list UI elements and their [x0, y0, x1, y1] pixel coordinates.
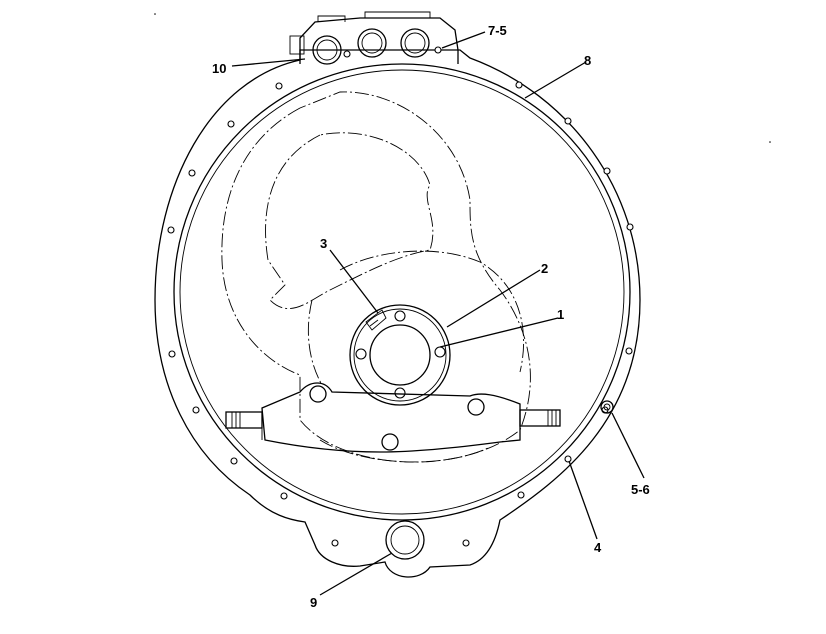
callout-3: 3 — [320, 236, 327, 251]
callout-9: 9 — [310, 595, 317, 610]
bottom-port — [385, 520, 425, 560]
callout-7-5: 7-5 — [488, 23, 507, 38]
callout-4: 4 — [594, 540, 602, 555]
callout-2: 2 — [541, 261, 548, 276]
callout-labels: 1 2 3 4 5-6 7-5 8 9 10 — [212, 23, 650, 610]
callout-1: 1 — [557, 307, 564, 322]
perimeter-bolt-holes — [167, 81, 634, 547]
dowel-pin — [600, 400, 614, 414]
alignment-tool-bar — [225, 382, 561, 453]
top-mounting-block — [289, 11, 459, 65]
housing-outline — [154, 49, 641, 578]
crankshaft-hub — [349, 304, 451, 406]
leader-lines — [231, 31, 645, 596]
callout-8: 8 — [584, 53, 591, 68]
stray-mark — [154, 13, 156, 15]
stray-mark — [769, 141, 771, 143]
callout-10: 10 — [212, 61, 226, 76]
callout-5-6: 5-6 — [631, 482, 650, 497]
